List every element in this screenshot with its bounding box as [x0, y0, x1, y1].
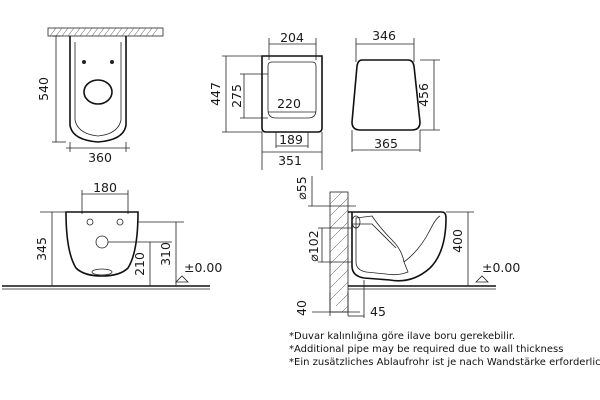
outlet-projection-label: 45 [370, 304, 386, 319]
fixing-hole [116, 218, 124, 226]
wall-section [329, 191, 349, 313]
top-depth-label: 447 [208, 82, 223, 106]
seat-depth-label: 456 [416, 83, 431, 107]
front-height-label: 540 [36, 77, 51, 101]
seat-view: 346 456 365 [351, 28, 440, 152]
top-overall-label: 351 [278, 153, 302, 168]
top-inner-depth-label: 275 [229, 84, 244, 108]
top-rear-label: 189 [279, 132, 303, 147]
inlet-hole [95, 235, 109, 249]
pan-section-outline [348, 211, 447, 282]
floor-level-front-label: ±0.00 [184, 260, 222, 275]
top-inner-width-label: 220 [277, 96, 301, 111]
wall-offset-label: 40 [294, 300, 309, 316]
fixing-hole [86, 218, 94, 226]
seat-outline [351, 59, 421, 131]
pan-outline [261, 55, 323, 133]
outlet-height-label: 310 [158, 242, 173, 266]
pan-section-inner [355, 215, 409, 276]
bowl-outline [69, 36, 127, 143]
top-outer-width-label: 204 [280, 30, 304, 45]
bowl-opening [83, 79, 113, 105]
bowl-inner [74, 42, 122, 137]
bowl-curve [403, 215, 441, 263]
flush-channel [352, 223, 397, 249]
wall-section-hatch [329, 191, 349, 313]
outlet-hole [91, 268, 113, 276]
inlet-section [351, 215, 361, 229]
fixing-height-label: 210 [132, 252, 147, 276]
floor-level-side-label: ±0.00 [482, 260, 520, 275]
side-height-label: 400 [450, 229, 465, 253]
pan-front-outline [65, 211, 139, 277]
note-turkish: *Duvar kalınlığına göre ilave boru gerek… [289, 331, 516, 342]
wall-strip [47, 27, 164, 37]
top-view-bowl: 204 220 447 275 189 351 [208, 30, 323, 170]
seat-top-width-label: 346 [372, 28, 396, 43]
wall-hatch [49, 27, 159, 37]
note-german: *Ein zusätzliches Ablaufrohr ist je nach… [289, 357, 600, 368]
fixing-point [110, 60, 114, 64]
fixing-point [82, 60, 86, 64]
outlet-diameter-label: ⌀102 [306, 230, 321, 261]
seat-bottom-width-label: 365 [374, 136, 398, 151]
inlet-diameter-label: ⌀55 [294, 176, 309, 199]
fixing-spacing-label: 180 [93, 180, 117, 195]
pan-height-label: 345 [34, 237, 49, 261]
front-width-label: 360 [88, 150, 112, 165]
front-elevation: 180 345 210 310 ±0.00 [2, 180, 222, 290]
pan-inner [267, 61, 317, 119]
front-view: 540 360 [36, 27, 164, 165]
side-section: ⌀55 ⌀102 400 ±0.00 40 45 [294, 176, 520, 319]
note-english: *Additional pipe may be required due to … [289, 344, 564, 355]
